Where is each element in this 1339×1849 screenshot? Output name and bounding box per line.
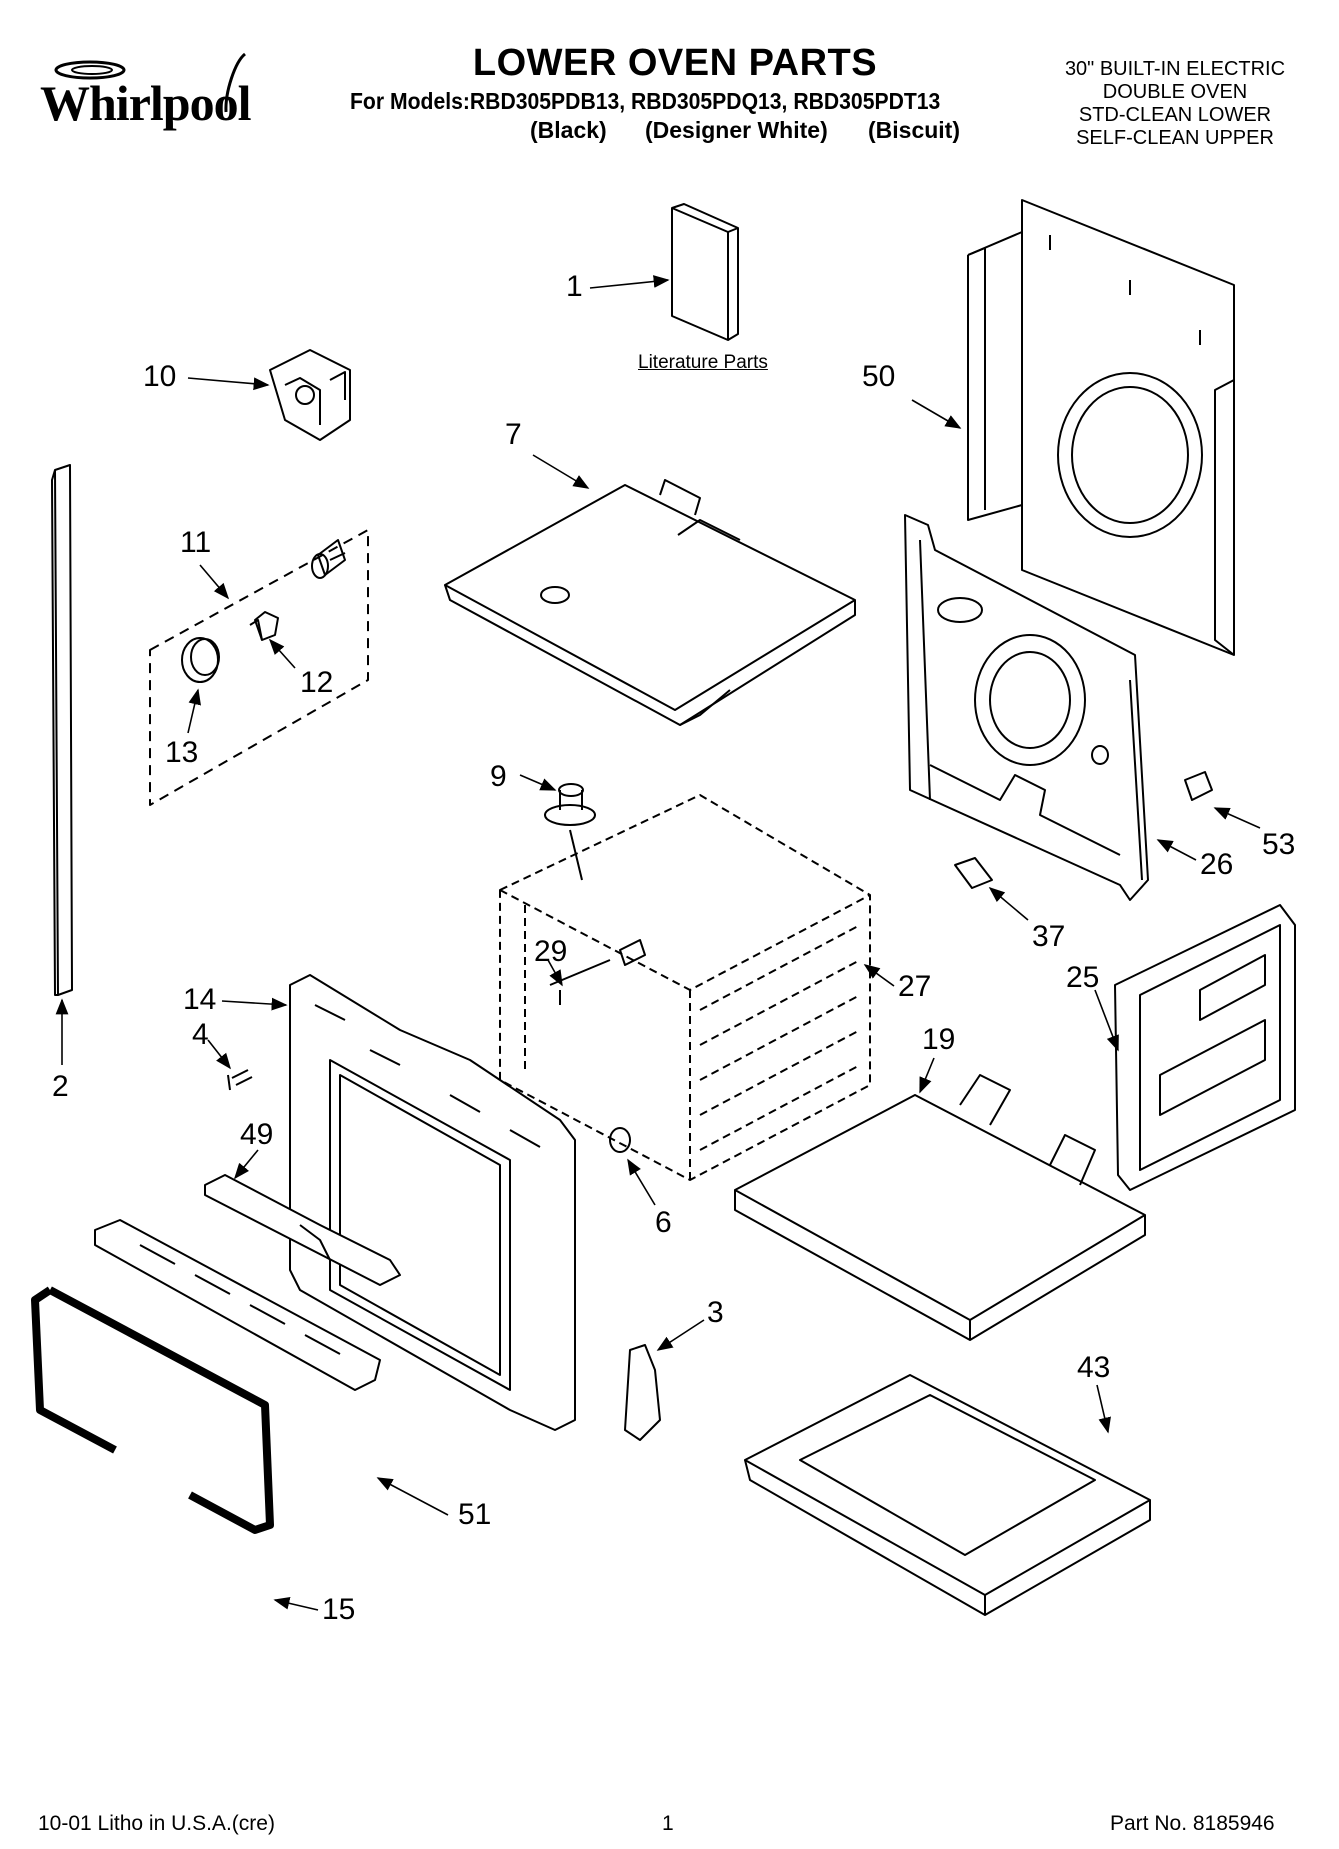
whirlpool-logo: Whirlpool	[30, 52, 280, 142]
callout-10: 10	[143, 360, 177, 393]
callout-25: 25	[1066, 961, 1100, 994]
callout-43: 43	[1077, 1351, 1111, 1384]
callout-14: 14	[183, 983, 217, 1016]
callout-4: 4	[192, 1018, 209, 1051]
models-line: For Models:RBD305PDB13, RBD305PDQ13, RBD…	[350, 88, 941, 114]
page-title: LOWER OVEN PARTS	[472, 42, 878, 84]
part-2-trim-strip	[51, 464, 73, 996]
product-line-4: SELF-CLEAN UPPER	[1076, 127, 1274, 149]
footer-litho: 10-01 Litho in U.S.A.(cre)	[38, 1812, 275, 1835]
part-26-oven-side-panel	[904, 514, 1149, 901]
part-6-button	[609, 1127, 631, 1153]
footer-page-number: 1	[662, 1812, 674, 1835]
callout-49: 49	[240, 1118, 274, 1151]
callout-37: 37	[1032, 920, 1066, 953]
part-43-bottom-tray	[744, 1374, 1151, 1616]
product-line-1: 30" BUILT-IN ELECTRIC	[1064, 58, 1286, 80]
part-25-side-cover	[1114, 904, 1296, 1191]
literature-parts-label: Literature Parts	[638, 352, 768, 373]
part-53-clip	[1184, 771, 1213, 801]
part-7-top-panel	[444, 479, 856, 726]
callout-29: 29	[534, 935, 568, 968]
product-line-2: DOUBLE OVEN	[1102, 81, 1248, 103]
part-10-switch	[269, 349, 351, 441]
callout-50: 50	[862, 360, 896, 393]
finish-designer-white: (Designer White)	[645, 117, 828, 143]
callout-2: 2	[52, 1070, 69, 1103]
callout-19: 19	[922, 1023, 956, 1056]
part-15-door-gasket	[31, 1286, 274, 1534]
part-3-bracket	[624, 1344, 661, 1441]
leader-lines	[55, 275, 1261, 1611]
callout-15: 15	[322, 1593, 356, 1626]
callout-26: 26	[1200, 848, 1234, 881]
callout-51: 51	[458, 1498, 492, 1531]
callout-12: 12	[300, 666, 334, 699]
part-literature	[671, 203, 739, 341]
swirl-icon	[54, 52, 247, 113]
callout-9: 9	[490, 760, 507, 793]
part-19-bottom-panel	[734, 1074, 1146, 1341]
product-line-3: STD-CLEAN LOWER	[1078, 104, 1272, 126]
part-51-vent-trim	[94, 1219, 381, 1391]
product-description: 30" BUILT-IN ELECTRIC DOUBLE OVEN STD-CL…	[1030, 58, 1320, 150]
part-50-rear-panel	[967, 199, 1235, 656]
part-37-hinge-receiver	[954, 857, 993, 889]
finish-black: (Black)	[530, 117, 607, 143]
part-9-top-fitting	[544, 783, 596, 881]
callout-27: 27	[898, 970, 932, 1003]
callout-11: 11	[180, 526, 212, 559]
part-49-vent-duct	[204, 1174, 401, 1286]
part-13-lens	[181, 637, 220, 683]
callout-1: 1	[566, 270, 583, 303]
part-27-oven-liner	[499, 794, 871, 1181]
brand-wordmark: Whirlpool	[40, 75, 251, 131]
callout-53: 53	[1262, 828, 1296, 861]
callout-6: 6	[655, 1206, 672, 1239]
callout-3: 3	[707, 1296, 724, 1329]
part-11-light-socket	[311, 539, 346, 579]
footer-part-number: Part No. 8185946	[1110, 1812, 1275, 1835]
callout-7: 7	[505, 418, 522, 451]
part-4-screw	[227, 1069, 253, 1091]
part-12-bulb	[249, 611, 279, 641]
callout-13: 13	[165, 736, 199, 769]
part-11-light-assembly-group	[149, 529, 369, 806]
finish-biscuit: (Biscuit)	[868, 117, 960, 143]
part-14-front-frame	[289, 974, 576, 1431]
